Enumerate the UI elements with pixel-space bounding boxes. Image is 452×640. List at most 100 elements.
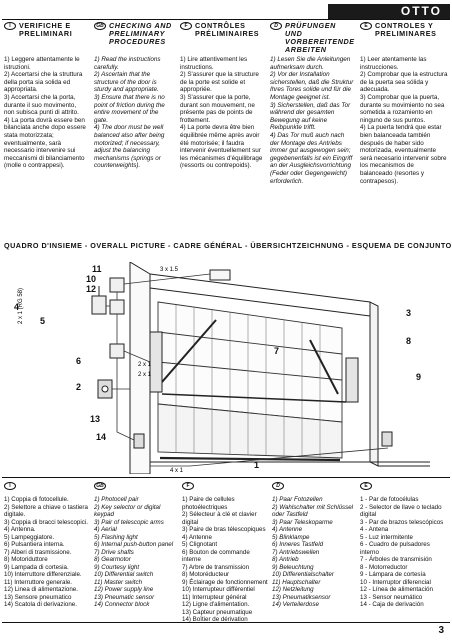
callout-number: 2 — [76, 382, 81, 392]
legend-item: 11) Hauptschalter — [272, 578, 321, 586]
callout-number: 13 — [90, 414, 100, 424]
instruction-item: 2) Ascertain that the structure of the d… — [94, 71, 159, 94]
top-divider — [2, 19, 450, 20]
legend-item: 10) Interruttore differenziale. — [4, 571, 82, 578]
cable-label: 2 x 1 — [138, 372, 152, 378]
instruction-item: 4) La porte devra être bien équilibrée m… — [180, 124, 263, 170]
column-body: 1) Leggere attentamente le istruzioni. 2… — [4, 56, 88, 170]
instruction-item: 1) Leer atentamente las instrucciones. — [360, 56, 427, 71]
legend-item: 2) Wahlschalter mit Schlüssel oder Tastf… — [272, 503, 354, 519]
cable-label: 4 x 1 — [170, 468, 184, 474]
instruction-item: 3) Sicherstellen, daß das Tor während de… — [270, 101, 351, 132]
legend-item: 5) Lampeggiatore. — [4, 533, 55, 541]
telescopic-arms — [161, 319, 339, 395]
callout-number: 3 — [406, 308, 411, 318]
legend-item: 5) Blinklampe — [272, 533, 310, 541]
instruction-item: 3) Accertarsi che la porta, durante il s… — [4, 93, 79, 117]
legend-item: 3) Pair of telescopic arms — [94, 518, 164, 526]
flashing-light — [91, 286, 107, 315]
instruction-item: 2) Comprobar que la estructura de la pue… — [360, 71, 448, 94]
instruction-item: 2) Vor der Installation sicherstellen, d… — [270, 71, 354, 101]
courtesy-light — [209, 269, 231, 281]
column-body: 1) Lesen Sie die Anleitungen aufmerksam … — [270, 56, 354, 185]
legend-item: 8) Gearmotor — [94, 556, 131, 563]
legend-item: 2) Selettore a chiave o tastiera digital… — [4, 503, 88, 519]
column-fr: F CONTRÔLES PRÉLIMINAIRES 1) Lire attent… — [180, 22, 264, 170]
legend-item: 10 - Interruptor diferencial — [360, 578, 431, 586]
language-badge: I — [4, 22, 16, 30]
legend-item: 1) Coppia di fotocellule. — [4, 496, 69, 503]
legend-item: 6) Internal push-button panel — [94, 541, 174, 548]
heading-text: CONTROLES Y PRELIMINARES — [375, 21, 437, 38]
cable-label: 2 x 1 — [138, 362, 152, 368]
instruction-item: 3) Ensure that there is no point of fric… — [94, 93, 165, 124]
callout-number: 4 — [14, 302, 19, 312]
legend-item: 4) Antenna. — [4, 526, 36, 533]
legend-item: 10) Differential switch — [94, 571, 154, 578]
instruction-item: 3) Comprobar que la puerta, durante su m… — [360, 93, 445, 124]
legend-item: 13) Capteur pneumatique — [182, 608, 253, 616]
photocell-pair — [133, 431, 393, 449]
legend-item: 9) Éclairage de fonctionnement — [182, 578, 268, 586]
column-body: 1) Lire attentivement les instructions. … — [180, 56, 264, 170]
instruction-item: 1) Lire attentivement les instructions. — [180, 56, 248, 71]
legend-item: 5 - Luz intermitente — [360, 533, 413, 541]
instruction-item: 2) Accertarsi che la struttura della por… — [4, 71, 83, 94]
legend-es: E 1 - Par de fotocélulas 2 - Selector de… — [360, 482, 448, 609]
legend-item: 1) Photocell pair — [94, 496, 139, 503]
cable-label: 2 x 1 (RG 58) — [18, 288, 24, 324]
column-es: E CONTROLES Y PRELIMINARES 1) Leer atent… — [360, 22, 448, 185]
instruction-item: 4) La puerta tendrá que estar bien balan… — [360, 124, 447, 185]
instruction-item: 4) Das Tor muß auch nach der Montage des… — [270, 131, 353, 185]
legend-item: 5) Flashing light — [94, 533, 138, 541]
legend-item: 6) Inneres Tastfeld — [272, 541, 324, 548]
legend-item: 3 - Par de brazos telescópicos — [360, 518, 444, 526]
gearmotor — [149, 331, 359, 403]
garage-frame — [129, 262, 430, 474]
drive-shaft — [161, 393, 347, 403]
legend-item: 7 - Árboles de transmisión — [360, 556, 432, 563]
callout-number: 12 — [86, 284, 96, 294]
legend-item: 2 - Selector de llave o teclado digital — [360, 503, 442, 519]
legend-list: 1) Photocell pair 2) Key selector or dig… — [94, 496, 178, 609]
legend-item: 6) Pulsantiera interna. — [4, 541, 65, 548]
language-badge: F — [182, 482, 194, 490]
callout-number: 7 — [274, 346, 279, 356]
legend-item: 11) Interruttore generale. — [4, 578, 72, 586]
instruction-item: 4) La porta dovrà essere ben bilanciata … — [4, 116, 86, 170]
legend-list: 1) Paar Fotozellen 2) Wahlschalter mit S… — [272, 496, 356, 609]
legend-item: 2) Key selector or digital keypad — [94, 503, 161, 519]
language-badge: GB — [94, 22, 106, 30]
legend-item: 8) Motoriduttore — [4, 556, 48, 563]
cable-runs — [106, 273, 389, 467]
instruction-item: 1) Read the instructions carefully. — [94, 56, 161, 71]
language-badge: D — [272, 482, 284, 490]
legend-item: 9) Beleuchtung — [272, 563, 314, 571]
legend-item: 3) Coppia di bracci telescopici. — [4, 518, 88, 526]
legend-item: 4) Antenne — [182, 533, 212, 541]
column-heading: I VERIFICHE E PRELIMINARI — [4, 22, 88, 56]
column-body: 1) Leer atentamente las instrucciones. 2… — [360, 56, 448, 185]
cable-label: 3 x 1.5 — [160, 267, 179, 273]
legend-item: 3) Paar Teleskoparme — [272, 518, 333, 526]
legend-item: 1) Paar Fotozellen — [272, 496, 323, 503]
heading-text: PRÜFUNGEN UND VORBEREITENDE ARBEITEN — [285, 21, 355, 54]
language-badge: I — [4, 482, 16, 490]
legend-item: 13 - Sensor neumático — [360, 593, 423, 601]
legend-item: 5) Clignotant — [182, 541, 218, 548]
callout-number: 5 — [40, 316, 45, 326]
legend-fr: F 1) Paire de cellules photoélectriques … — [182, 482, 270, 624]
legend-en: GB 1) Photocell pair 2) Key selector or … — [94, 482, 178, 609]
column-heading: E CONTROLES Y PRELIMINARES — [360, 22, 448, 56]
heading-text: VERIFICHE E PRELIMINARI — [19, 21, 73, 38]
legend-item: 14) Connector block — [94, 601, 150, 608]
door-slats — [175, 305, 321, 458]
callout-number: 8 — [406, 336, 411, 346]
legend-item: 4) Antenne — [272, 526, 303, 533]
legend-item: 8 - Motorreductor — [360, 563, 408, 571]
callout-number: 11 — [92, 264, 102, 274]
legend-item: 6) Bouton de commande interne — [182, 548, 250, 564]
legend-item: 7) Arbre de transmission — [182, 563, 250, 571]
legend-item: 13) Pneumatiksensor — [272, 593, 331, 601]
key-selector — [97, 379, 113, 399]
